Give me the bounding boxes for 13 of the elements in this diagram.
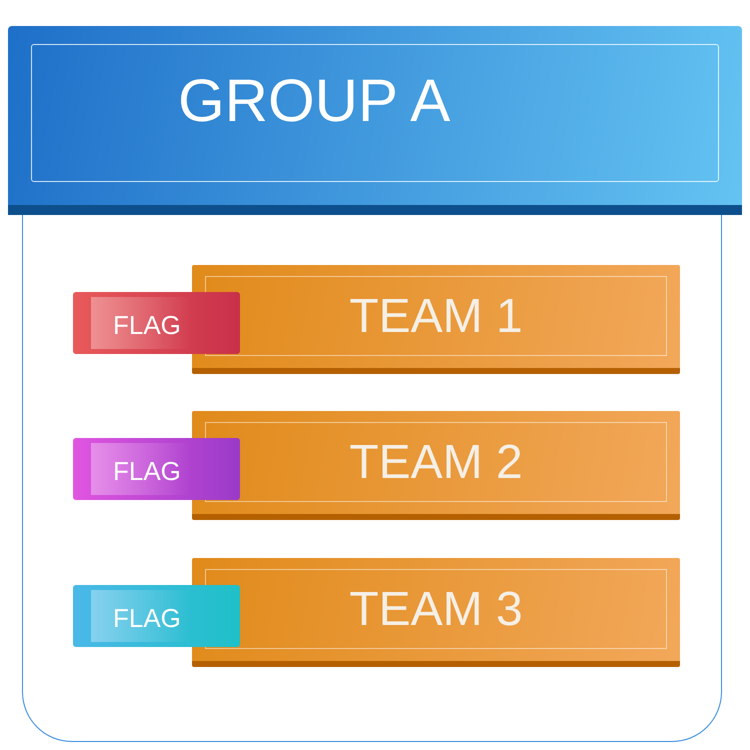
flag-label: FLAG	[113, 603, 181, 634]
flag-tag	[73, 292, 240, 354]
team-name: TEAM 1	[348, 289, 524, 344]
flag-tag	[73, 438, 240, 500]
team-bar	[192, 558, 680, 667]
flag-tag	[73, 585, 240, 647]
flag-label: FLAG	[113, 310, 181, 341]
team-name: TEAM 3	[348, 582, 524, 637]
team-bar	[192, 411, 680, 520]
team-name: TEAM 2	[348, 435, 524, 490]
team-bar	[192, 265, 680, 374]
group-title: GROUP A	[178, 66, 450, 135]
flag-label: FLAG	[113, 456, 181, 487]
